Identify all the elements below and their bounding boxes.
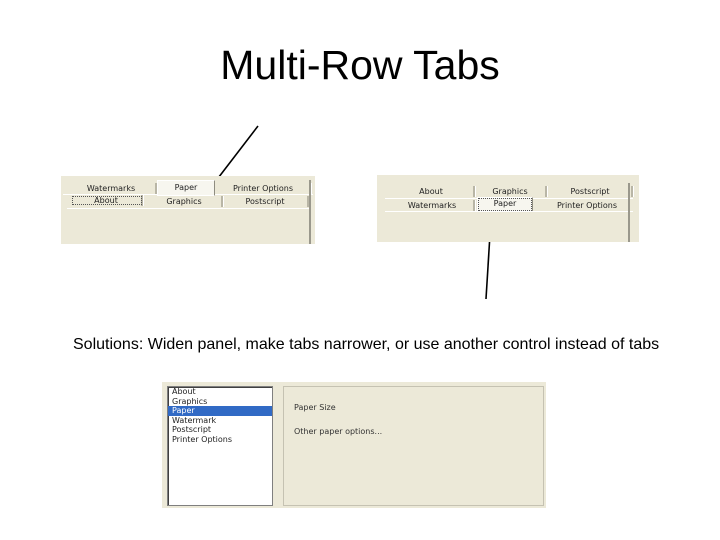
tab-watermarks[interactable]: Watermarks <box>67 183 157 194</box>
tab-graphics[interactable]: Graphics <box>475 186 547 197</box>
list-item-watermark[interactable]: Watermark <box>172 415 217 425</box>
tab-dialog-left: Watermarks Paper Printer Options About G… <box>61 176 315 244</box>
tab-graphics[interactable]: Graphics <box>147 196 223 207</box>
tab-about[interactable]: About <box>71 195 143 206</box>
tab-about[interactable]: About <box>389 186 475 197</box>
list-item-postscript[interactable]: Postscript <box>172 425 212 435</box>
tab-paper-selected[interactable]: Paper <box>157 180 215 196</box>
list-item-paper-selected[interactable]: Paper <box>168 406 272 416</box>
options-listbox[interactable]: About Graphics Paper Watermark Postscrip… <box>167 386 273 506</box>
tab-postscript[interactable]: Postscript <box>549 186 633 197</box>
tab-watermarks[interactable]: Watermarks <box>391 200 475 211</box>
slide-title: Multi-Row Tabs <box>220 42 500 88</box>
tab-printer-options[interactable]: Printer Options <box>556 201 618 210</box>
options-detail-pane: Paper Size Other paper options... <box>283 386 544 506</box>
paper-size-label: Paper Size <box>294 403 336 412</box>
solutions-caption: Solutions: Widen panel, make tabs narrow… <box>73 336 660 353</box>
tab-printer-options[interactable]: Printer Options <box>217 183 311 194</box>
list-item-about[interactable]: About <box>172 387 196 396</box>
list-item-printer-options[interactable]: Printer Options <box>172 434 233 444</box>
list-item-graphics[interactable]: Graphics <box>172 396 208 406</box>
tab-postscript[interactable]: Postscript <box>223 196 309 207</box>
tab-paper-selected[interactable]: Paper <box>477 197 533 212</box>
tab-dialog-right: About Graphics Postscript Watermarks Pap… <box>377 175 639 242</box>
other-paper-options-label: Other paper options... <box>294 427 383 436</box>
